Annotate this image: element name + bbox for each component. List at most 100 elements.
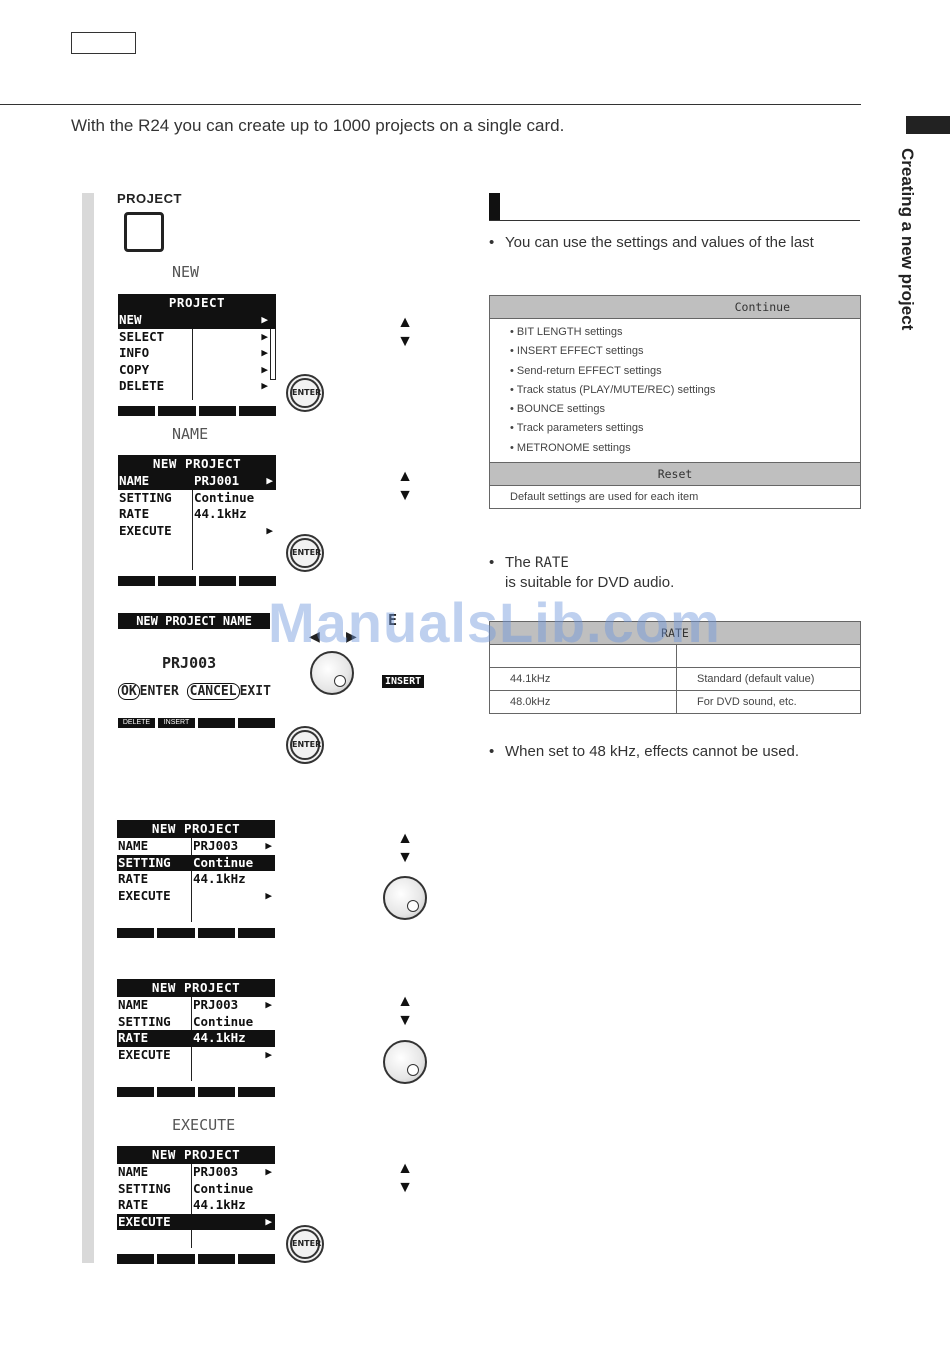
list-item: Track parameters settings <box>510 419 860 438</box>
cancel-label: CANCEL <box>186 683 240 700</box>
watermark: ManualsLib.com <box>268 591 721 654</box>
value-dial-icon[interactable] <box>383 1040 427 1084</box>
continue-items: BIT LENGTH settings INSERT EFFECT settin… <box>489 317 861 464</box>
cursor-right-icon: ▶ <box>346 628 357 644</box>
down-arrow-icon: ▼ <box>397 333 413 350</box>
fkey-delete: DELETE <box>118 718 155 728</box>
menu-item-delete: DELETE▶ <box>119 378 268 393</box>
lcd-row-execute: EXECUTE▶ <box>119 522 273 538</box>
down-arrow-icon: ▼ <box>397 487 413 504</box>
rate-desc: Standard (default value) <box>676 667 861 691</box>
up-arrow-icon: ▲ <box>397 314 413 331</box>
project-key-icon <box>124 212 164 252</box>
lcd-row-execute: EXECUTE▶ <box>118 887 272 903</box>
lcd-divider <box>192 312 193 400</box>
bullet-rate-cont: is suitable for DVD audio. <box>505 574 675 591</box>
value-dial-icon[interactable] <box>383 876 427 920</box>
lcd-title: NEW PROJECT <box>117 1146 275 1164</box>
enter-label: ENTER <box>139 684 179 699</box>
down-arrow-icon: ▼ <box>397 1012 413 1029</box>
lcd-row-execute: EXECUTE▶ <box>118 1046 272 1062</box>
reset-header: Reset <box>489 462 861 487</box>
up-arrow-icon: ▲ <box>397 830 413 847</box>
enter-button[interactable]: ENTER <box>286 534 324 572</box>
bullet-48k: •When set to 48 kHz, effects cannot be u… <box>489 743 800 760</box>
lcd-function-keys <box>117 1087 275 1097</box>
fkey-insert: INSERT <box>158 718 195 728</box>
lcd-title: NEW PROJECT <box>118 455 276 473</box>
lcd-row-execute: EXECUTE▶ <box>117 1213 275 1230</box>
cursor-left-icon: ◀ <box>309 628 320 644</box>
up-arrow-icon: ▲ <box>397 468 413 485</box>
enter-button[interactable]: ENTER <box>286 374 324 412</box>
lcd-project-menu: PROJECT NEW▶ SELECT▶ INFO▶ COPY▶ DELETE▶ <box>118 294 276 416</box>
project-name-value: PRJ003 <box>162 654 217 672</box>
enter-button[interactable]: ENTER <box>286 1225 324 1263</box>
menu-item-new: NEW▶ <box>118 312 276 329</box>
section-rule <box>489 220 860 221</box>
lcd-function-keys <box>118 576 276 586</box>
side-title: Creating a new project <box>898 148 917 331</box>
list-item: INSERT EFFECT settings <box>510 342 860 361</box>
lcd-name-title: NEW PROJECT NAME <box>118 613 270 629</box>
lcd-divider <box>192 473 193 570</box>
section-marker <box>489 193 500 221</box>
lcd-title: NEW PROJECT <box>117 979 275 997</box>
bullet-settings: •You can use the settings and values of … <box>489 234 814 251</box>
lcd-title: NEW PROJECT <box>117 820 275 838</box>
page-number-box <box>71 32 136 54</box>
bullet-rate: •The RATE <box>489 554 569 571</box>
rate-value: 44.1kHz <box>489 667 677 691</box>
exit-label: EXIT <box>239 684 271 699</box>
down-arrow-icon: ▼ <box>397 849 413 866</box>
list-item: Send-return EFFECT settings <box>510 362 860 381</box>
lcd-function-keys <box>117 928 275 938</box>
insert-badge: INSERT <box>382 675 425 688</box>
step-word-execute: EXECUTE <box>172 1116 236 1134</box>
lcd-divider <box>191 838 192 922</box>
rate-desc: For DVD sound, etc. <box>676 690 861 714</box>
list-item: METRONOME settings <box>510 439 860 458</box>
lcd-title: PROJECT <box>118 294 276 312</box>
procedure-bar <box>82 193 94 1263</box>
down-arrow-icon: ▼ <box>397 1179 413 1196</box>
side-tab-marker <box>906 116 950 134</box>
enter-button[interactable]: ENTER <box>286 726 324 764</box>
value-dial-icon[interactable] <box>310 651 354 695</box>
lcd-divider <box>191 1164 192 1248</box>
step-word-name: NAME <box>172 425 209 443</box>
menu-item-info: INFO▶ <box>119 345 268 360</box>
header-rule <box>0 104 861 105</box>
reset-description: Default settings are used for each item <box>489 485 861 510</box>
up-arrow-icon: ▲ <box>397 1160 413 1177</box>
settings-table: Continue BIT LENGTH settings INSERT EFFE… <box>489 295 861 510</box>
list-item: Track status (PLAY/MUTE/REC) settings <box>510 381 860 400</box>
project-key-label: PROJECT <box>117 191 182 206</box>
list-item: BIT LENGTH settings <box>510 323 860 342</box>
step-word-new: NEW <box>172 263 200 281</box>
intro-text: With the R24 you can create up to 1000 p… <box>71 116 565 135</box>
lcd-function-keys: DELETE INSERT <box>118 718 275 728</box>
rate-value: 48.0kHz <box>489 690 677 714</box>
continue-header: Continue <box>489 295 861 319</box>
up-arrow-icon: ▲ <box>397 993 413 1010</box>
cursor-character: E <box>388 611 398 629</box>
